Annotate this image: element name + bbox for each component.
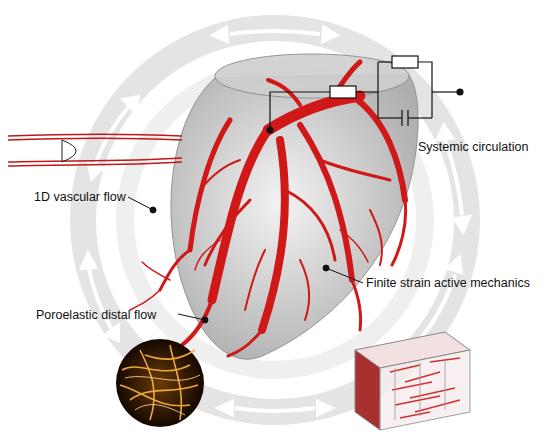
coronary-tree [130,62,406,356]
heart-ventricle [171,74,418,359]
microvasculature-image [116,339,204,427]
inner-ring [125,70,425,370]
windkessel-circuit [267,56,463,133]
leader-lines [128,197,363,323]
fibre-block [355,332,470,430]
tube-inset [8,134,182,166]
mechanics-label: Finite strain active mechanics [366,276,530,291]
flow-label: 1D vascular flow [34,190,126,205]
circulation-label: Systemic circulation [418,140,528,155]
distal-flow-label: Poroelastic distal flow [36,308,156,323]
